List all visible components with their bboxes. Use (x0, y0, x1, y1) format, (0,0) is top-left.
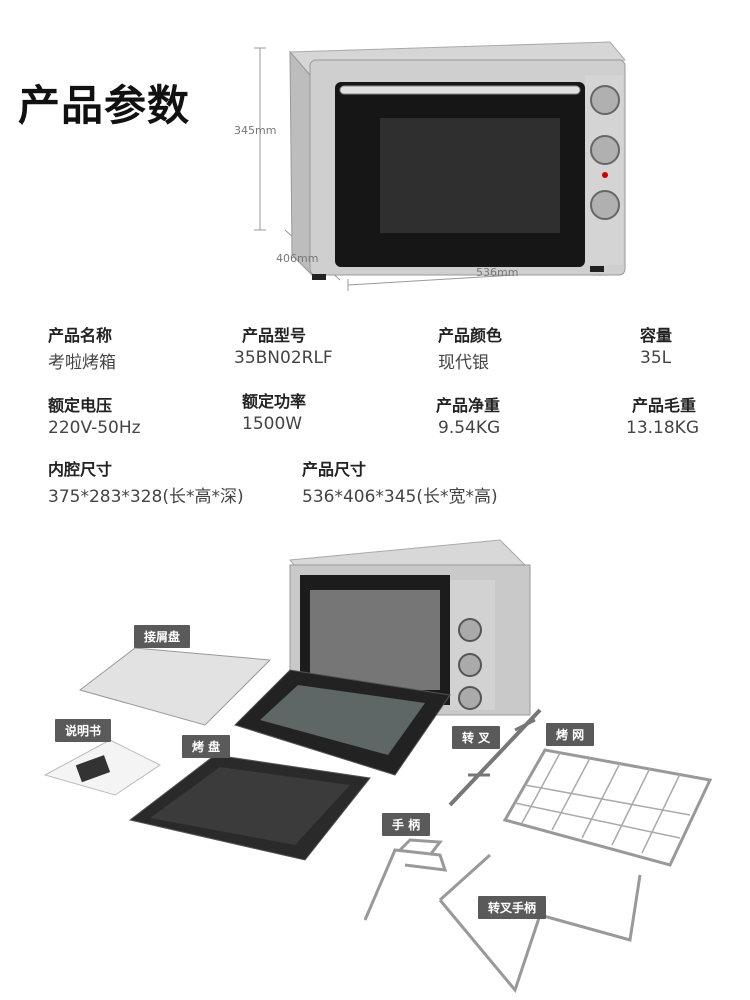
spec-value-product-size: 536*406*345(长*宽*高) (302, 487, 498, 507)
tag-fork-handle: 转叉手柄 (478, 896, 547, 919)
accessories-illustration (43, 539, 713, 994)
spec-label-cavity-size: 内腔尺寸 (48, 460, 113, 479)
spec-value-capacity: 35L (640, 348, 672, 368)
spec-value-gross-weight: 13.18KG (626, 418, 699, 438)
tag-grill-rack: 烤 网 (546, 723, 595, 746)
spec-value-voltage: 220V-50Hz (48, 418, 141, 438)
spec-label-name: 产品名称 (48, 326, 113, 345)
tag-handle: 手 柄 (382, 813, 431, 836)
width-dimension-label: 536mm (476, 266, 519, 279)
page-title: 产品参数 (18, 81, 191, 130)
spec-label-color: 产品颜色 (438, 326, 503, 345)
spec-value-cavity-size: 375*283*328(长*高*深) (48, 487, 244, 507)
spec-value-name: 考啦烤箱 (48, 353, 116, 373)
spec-label-gross-weight: 产品毛重 (632, 396, 697, 415)
spec-value-power: 1500W (242, 414, 303, 434)
spec-label-net-weight: 产品净重 (436, 396, 501, 415)
spec-value-model: 35BN02RLF (234, 348, 333, 368)
depth-dimension-label: 406mm (276, 252, 319, 265)
spec-label-power: 额定功率 (242, 392, 307, 411)
spec-label-model: 产品型号 (242, 326, 307, 345)
height-dimension-label: 345mm (234, 124, 277, 137)
oven-dimension-illustration (254, 41, 627, 291)
spec-label-voltage: 额定电压 (48, 396, 113, 415)
tag-baking-tray: 烤 盘 (182, 735, 231, 758)
tag-rotisserie-fork: 转 叉 (452, 726, 501, 749)
tag-crumb-tray: 接屑盘 (134, 625, 191, 648)
spec-label-capacity: 容量 (640, 326, 673, 345)
spec-value-net-weight: 9.54KG (438, 418, 501, 438)
spec-label-product-size: 产品尺寸 (302, 460, 367, 479)
tag-manual: 说明书 (55, 719, 112, 742)
spec-value-color: 现代银 (438, 353, 489, 373)
